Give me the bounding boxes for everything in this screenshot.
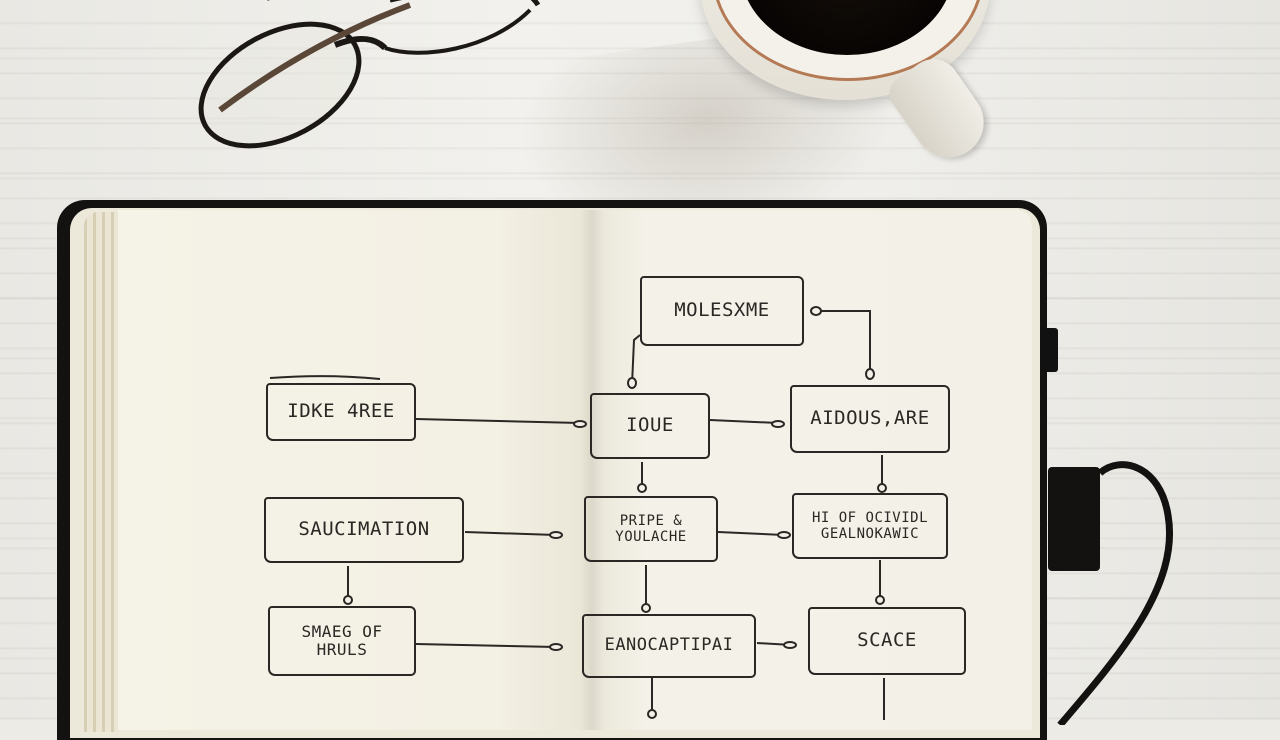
node-label: SCACE [857,629,917,652]
flowchart-node-molesxme: MOLESXME [640,276,804,346]
node-label: IOUE [626,414,674,437]
node-label: EANOCAPTIPAI [604,635,734,656]
node-label-line-2: HRULS [316,640,368,659]
node-label-line-2: GEALNOKAWIC [820,526,920,542]
flowchart-node-idke-4ree: IDKE 4REE [266,383,416,441]
flowchart-node-aidous-are: AIDOUS,ARE [790,385,950,453]
elastic-band [1048,461,1173,725]
flowchart-node-scace: SCACE [808,607,966,675]
node-label: SAUCIMATION [298,518,430,541]
node-label: AIDOUS,ARE [810,407,930,430]
node-label: IDKE 4REE [287,400,395,423]
left-page [118,210,592,730]
right-page [592,210,1032,730]
flowchart-node-ioue: IOUE [590,393,710,459]
page-edges [84,212,120,732]
flowchart-node-pripe-youlache: PRIPE & YOULACHE [584,496,718,562]
flowchart-node-eanocaptipai: EANOCAPTIPAI [582,614,756,678]
node-label-line-2: YOULACHE [615,529,687,545]
flowchart-node-saucimation: SAUCIMATION [264,497,464,563]
page-gutter [580,210,604,730]
node-label-line-1: PRIPE & [619,512,683,529]
bookmark-tab [1040,328,1058,372]
node-label-line-1: SMAEG OF [301,621,383,641]
flowchart-connectors [269,306,887,720]
node-label-line-1: HI OF OCIVIDL [811,509,929,526]
flowchart-node-hi-of-ocivial: HI OF OCIVIDL GEALNOKAWIC [792,493,948,559]
flowchart-node-smaeg-of-hruls: SMAEG OF HRULS [268,606,416,676]
node-label: MOLESXME [674,299,770,322]
eyeglasses [198,0,541,149]
